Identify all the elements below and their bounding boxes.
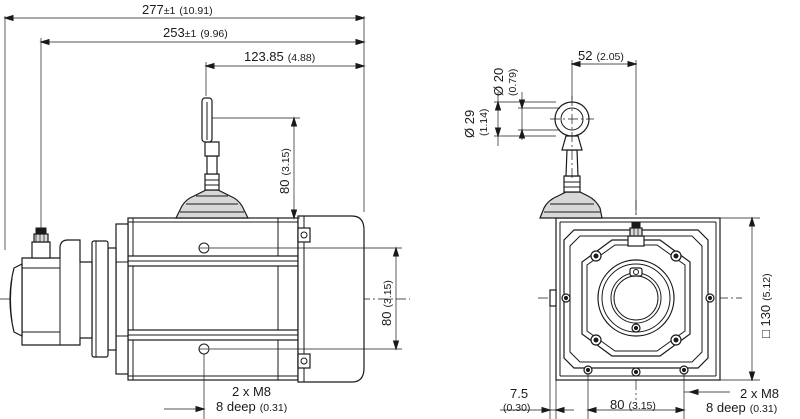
dim-thread-side-line2: 8 deep(0.31) [216, 399, 287, 414]
dim-edge-offset-imperial: (0.30) [503, 402, 530, 414]
side-dimensions: 277±1(10.91) 253±1(9.96) 123.85(4.88) 80… [3, 2, 402, 419]
dim-eye-width: 52(2.05) [578, 48, 624, 63]
drum-cover [297, 215, 365, 383]
dim-overall-length: 277±1(10.91) [142, 2, 213, 17]
dim-thread-front-line2: 8 deep(0.31) [706, 400, 777, 415]
dim-cable-height: 80(3.15) [277, 148, 292, 194]
connector [31, 227, 51, 259]
front-connector [627, 221, 645, 247]
front-cable-outlet [539, 96, 603, 219]
dim-eye-hole-diameter-imperial: (0.79) [507, 69, 519, 96]
dim-offset-length: 123.85(4.88) [244, 49, 315, 64]
dim-hole-spacing-side: 80(3.15) [379, 280, 394, 326]
front-dimensions: 52(2.05) Ø 20 (0.79) Ø 29 (1.14) □ 130(5… [462, 48, 779, 419]
cover-screw-lower [300, 357, 308, 365]
dim-thread-front-line1: 2 x M8 [740, 386, 779, 401]
flange [107, 223, 129, 375]
dim-square-size: □ 130(5.12) [758, 273, 773, 338]
dim-body-length: 253±1(9.96) [163, 25, 228, 40]
dim-eye-outer-diameter-imperial: (1.14) [478, 109, 490, 136]
dim-eye-hole-diameter: Ø 20 [491, 68, 506, 96]
cover-screw-upper [300, 231, 308, 239]
front-screws [561, 250, 715, 377]
side-view [0, 97, 410, 383]
cable-outlet [175, 97, 249, 219]
encoder-housing [9, 227, 109, 358]
dim-edge-offset: 7.5 [510, 386, 528, 401]
front-view [538, 96, 742, 400]
dim-eye-outer-diameter: Ø 29 [462, 110, 477, 138]
dim-hole-spacing-front: 80(3.15) [610, 397, 656, 412]
main-housing [127, 217, 299, 381]
dim-thread-side-line1: 2 x M8 [232, 384, 271, 399]
